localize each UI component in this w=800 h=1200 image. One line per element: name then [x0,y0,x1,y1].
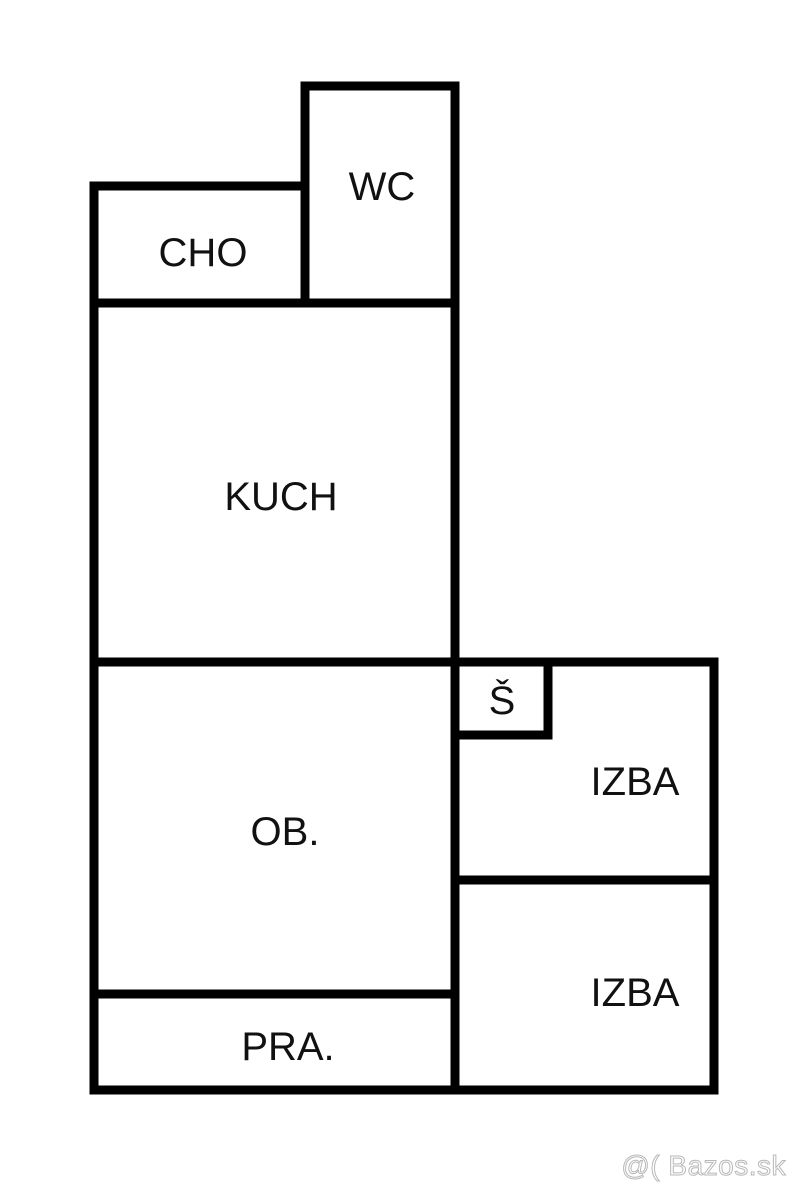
room-label-wc: WC [349,165,416,209]
walls [89,81,719,1095]
room-label-izba-1: IZBA [591,760,680,804]
room-label-s: Š [489,678,516,723]
room-labels: CHO WC KUCH OB. Š IZBA IZBA PRA. [159,165,680,1069]
watermark-logo: @( Bazos.sk [621,1150,786,1182]
room-label-ob: OB. [251,810,320,854]
room-label-kuch: KUCH [224,475,337,519]
room-label-cho: CHO [159,231,248,275]
room-label-izba-2: IZBA [591,971,680,1015]
wall-wardrobe [450,657,553,740]
room-label-pra: PRA. [241,1025,334,1069]
